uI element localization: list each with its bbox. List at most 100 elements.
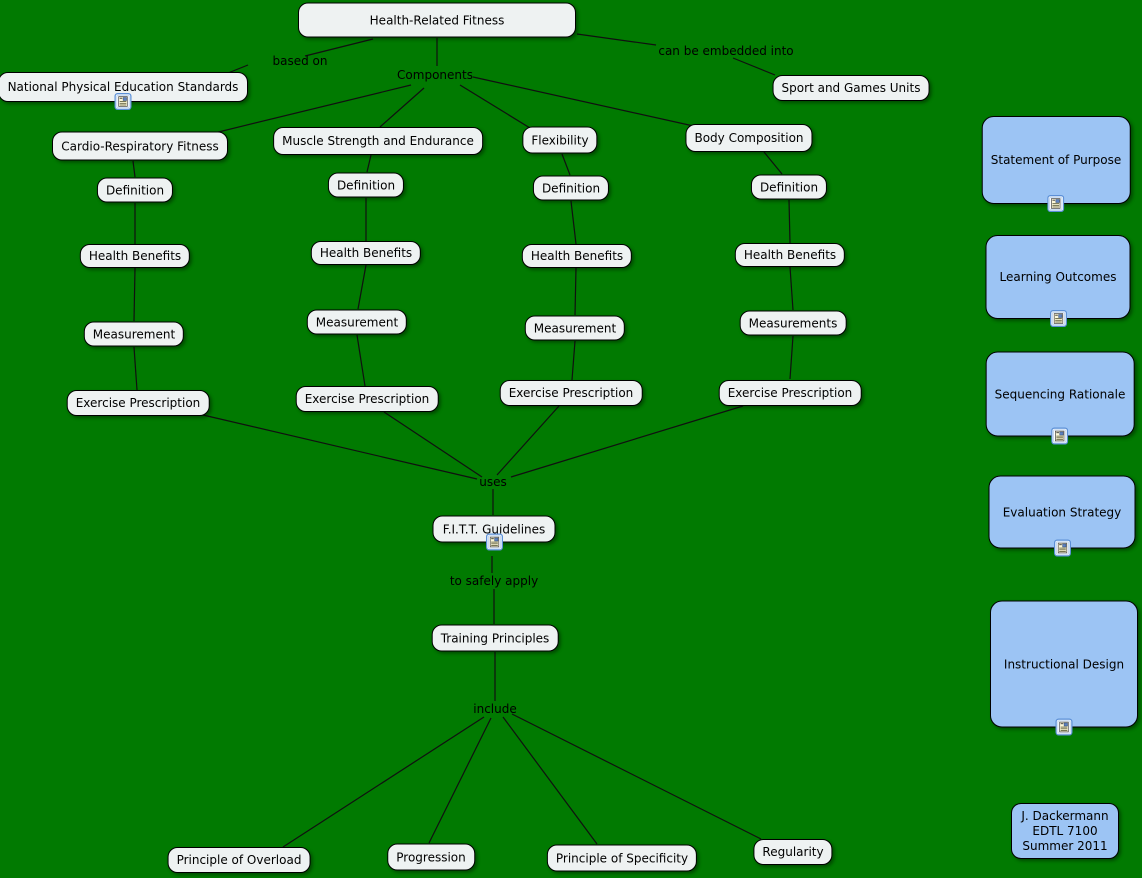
node-label: Measurement	[533, 321, 617, 335]
node-body-composition[interactable]: Body Composition	[685, 124, 813, 152]
node-mse-definition[interactable]: Definition	[327, 172, 405, 198]
connector-line	[133, 346, 138, 391]
node-label: Principle of Overload	[176, 853, 302, 867]
link-label-uses[interactable]: uses	[479, 475, 507, 489]
link-label-to-safely-apply[interactable]: to safely apply	[449, 574, 539, 588]
node-label: Flexibility	[531, 133, 589, 147]
node-flex-health-benefits[interactable]: Health Benefits	[521, 244, 633, 268]
connector-line	[304, 38, 374, 57]
connector-line	[570, 200, 577, 245]
node-fitt-guidelines[interactable]: F.I.T.T. Guidelines	[432, 515, 556, 551]
resource-sequencing-rationale[interactable]: Sequencing Rationale	[985, 351, 1135, 445]
node-label: F.I.T.T. Guidelines	[442, 522, 546, 536]
connector-line	[428, 717, 492, 844]
node-label: Measurements	[748, 316, 838, 330]
node-bc-exercise-prescription[interactable]: Exercise Prescription	[718, 380, 862, 406]
node-principle-of-specificity[interactable]: Principle of Specificity	[546, 844, 698, 872]
connector-line	[227, 64, 249, 74]
connector-line	[133, 267, 136, 322]
node-cardio-respiratory-fitness[interactable]: Cardio-Respiratory Fitness	[52, 131, 228, 161]
node-training-principles[interactable]: Training Principles	[431, 624, 559, 652]
link-label-can-be-embedded-into[interactable]: can be embedded into	[658, 44, 794, 58]
node-label: Exercise Prescription	[727, 386, 853, 400]
node-label: Sequencing Rationale	[994, 387, 1126, 401]
connector-line	[574, 267, 577, 316]
connector-line	[732, 57, 776, 76]
attached-resource-icon[interactable]	[485, 533, 503, 551]
connector-line	[576, 33, 657, 46]
node-label: Instructional Design	[1003, 657, 1125, 671]
node-principle-of-overload[interactable]: Principle of Overload	[167, 847, 311, 873]
connector-line	[356, 334, 366, 387]
node-label: Definition	[105, 183, 165, 197]
resource-instructional-design[interactable]: Instructional Design	[990, 600, 1138, 736]
node-mse-measurement[interactable]: Measurement	[306, 309, 408, 335]
connector-line	[789, 266, 794, 311]
node-flexibility[interactable]: Flexibility	[522, 126, 598, 154]
link-label-include[interactable]: include	[473, 702, 517, 716]
node-label: Regularity	[762, 845, 824, 859]
node-crf-health-benefits[interactable]: Health Benefits	[79, 244, 191, 268]
node-label: Progression	[396, 850, 466, 864]
connector-line	[763, 151, 783, 175]
attached-resource-icon[interactable]	[114, 93, 132, 111]
credit-line: J. Dackermann	[1021, 808, 1109, 823]
node-label: Health Benefits	[743, 248, 837, 262]
connector-line	[571, 340, 576, 381]
node-label: Statement of Purpose	[990, 153, 1122, 167]
node-progression[interactable]: Progression	[387, 843, 475, 871]
attached-resource-icon[interactable]	[1053, 539, 1071, 557]
node-label: Health Benefits	[319, 246, 413, 260]
node-label: Measurement	[92, 327, 176, 341]
connector-line	[459, 84, 531, 129]
resource-evaluation-strategy[interactable]: Evaluation Strategy	[988, 475, 1136, 557]
credit-line: EDTL 7100	[1032, 823, 1098, 838]
attached-resource-icon[interactable]	[1055, 718, 1073, 736]
node-label: Sport and Games Units	[781, 81, 921, 95]
node-label: Cardio-Respiratory Fitness	[61, 139, 219, 153]
node-flex-exercise-prescription[interactable]: Exercise Prescription	[499, 380, 643, 406]
node-regularity[interactable]: Regularity	[753, 839, 833, 865]
connector-line	[788, 199, 791, 244]
node-crf-exercise-prescription[interactable]: Exercise Prescription	[66, 390, 210, 416]
node-mse-exercise-prescription[interactable]: Exercise Prescription	[295, 386, 439, 412]
node-sport-and-games-units[interactable]: Sport and Games Units	[772, 75, 930, 101]
node-label: Exercise Prescription	[75, 396, 201, 410]
node-label: Muscle Strength and Endurance	[282, 134, 474, 148]
node-bc-measurements[interactable]: Measurements	[739, 310, 847, 336]
node-label: Health Benefits	[88, 249, 182, 263]
node-bc-health-benefits[interactable]: Health Benefits	[734, 243, 846, 267]
node-crf-definition[interactable]: Definition	[96, 177, 174, 203]
resource-statement-of-purpose[interactable]: Statement of Purpose	[981, 116, 1131, 213]
connector-line	[502, 716, 598, 845]
node-mse-health-benefits[interactable]: Health Benefits	[310, 241, 422, 265]
node-label: Learning Outcomes	[999, 270, 1117, 284]
node-label: Definition	[336, 178, 396, 192]
node-label: Measurement	[315, 315, 399, 329]
node-muscle-strength-and-endurance[interactable]: Muscle Strength and Endurance	[273, 127, 483, 155]
connector-line	[511, 713, 762, 840]
node-label: Training Principles	[440, 631, 550, 645]
attached-resource-icon[interactable]	[1049, 310, 1067, 328]
resource-learning-outcomes[interactable]: Learning Outcomes	[985, 235, 1131, 328]
attached-resource-icon[interactable]	[1051, 427, 1069, 445]
node-flex-definition[interactable]: Definition	[532, 175, 610, 201]
connector-line	[379, 87, 425, 128]
node-national-physical-education-standards[interactable]: National Physical Education Standards	[0, 72, 248, 111]
connector-line	[132, 160, 136, 178]
link-label-components[interactable]: Components	[397, 68, 473, 82]
node-bc-definition[interactable]: Definition	[750, 174, 828, 200]
attached-resource-icon[interactable]	[1047, 195, 1065, 213]
node-label: Definition	[759, 180, 819, 194]
node-crf-measurement[interactable]: Measurement	[83, 321, 185, 347]
node-label: Health Benefits	[530, 249, 624, 263]
link-label-based-on[interactable]: based on	[272, 54, 328, 68]
node-health-related-fitness[interactable]: Health-Related Fitness	[298, 2, 576, 38]
node-label: National Physical Education Standards	[7, 80, 239, 94]
connector-line	[383, 411, 483, 478]
node-flex-measurement[interactable]: Measurement	[524, 315, 626, 341]
connector-line	[561, 153, 571, 176]
